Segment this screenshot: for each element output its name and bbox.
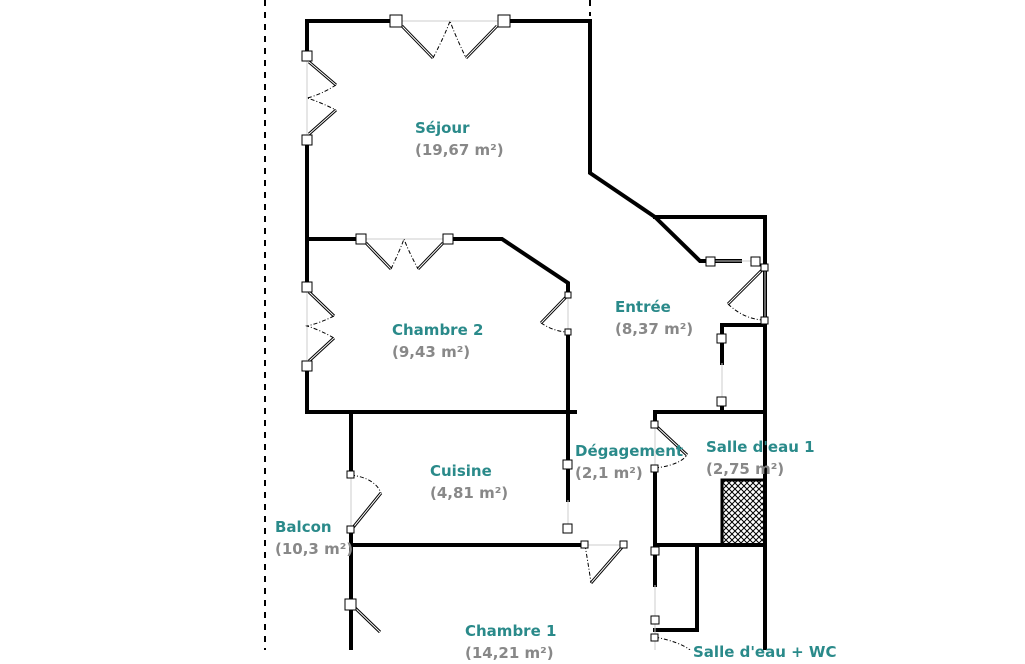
shower-tray: [720, 478, 767, 547]
walls: [305, 19, 767, 650]
room-salle-eau-1: Salle d'eau 1(2,75 m²): [706, 438, 815, 478]
room-degagement: Dégagement(2,1 m²): [575, 442, 684, 482]
room-chambre-1: Chambre 1(14,21 m²): [465, 622, 557, 662]
room-balcon: Balcon(10,3 m²): [275, 518, 354, 558]
hinges: [301, 14, 769, 642]
room-salle-eau-wc: Salle d'eau + WC: [693, 643, 837, 661]
room-chambre-2: Chambre 2(9,43 m²): [392, 321, 484, 361]
room-sejour: Séjour(19,67 m²): [415, 119, 504, 159]
room-entree: Entrée(8,37 m²): [615, 298, 694, 338]
floor-plan: [264, 0, 769, 650]
room-cuisine: Cuisine(4,81 m²): [430, 462, 509, 502]
